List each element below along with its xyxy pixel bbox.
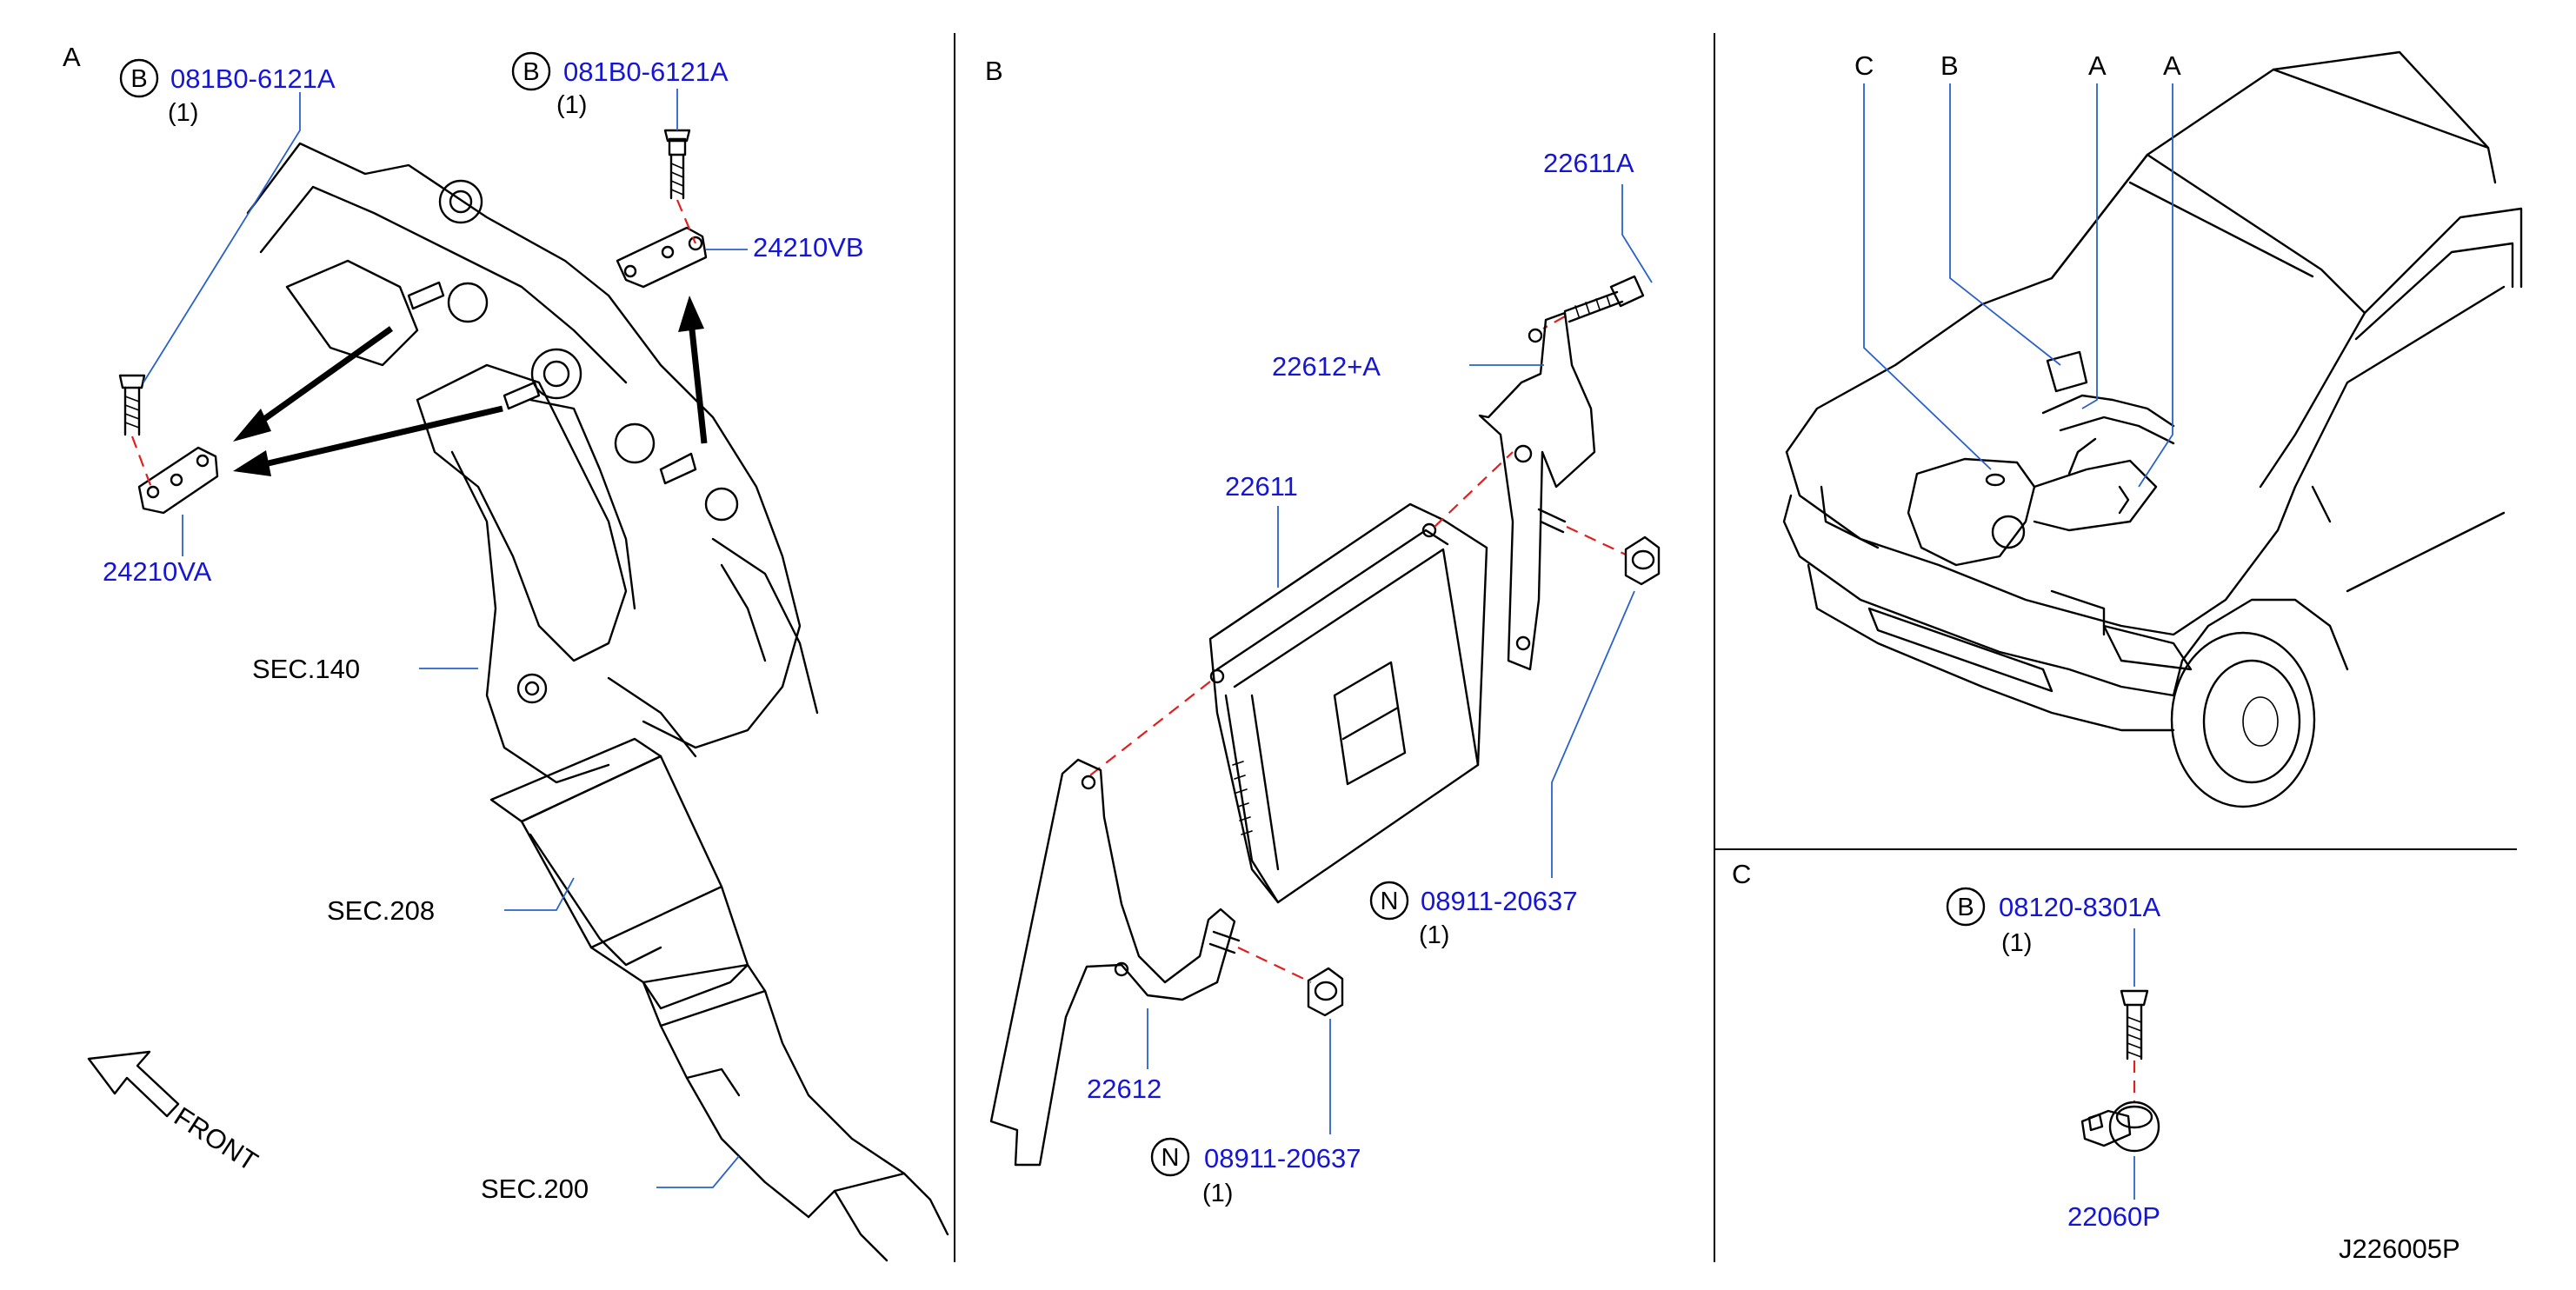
- part-number-08120-8301a: 08120-8301A: [1999, 892, 2160, 922]
- bracket-on-engine-3: [659, 452, 697, 485]
- bolt-08120-drawing: [2120, 989, 2149, 1102]
- overview-marker-b: B: [1940, 50, 1959, 81]
- bracket-on-engine-2: [503, 381, 541, 410]
- leader-081b0-1: [143, 92, 301, 383]
- leader-nut-upper: [1551, 590, 1635, 878]
- section-b: B: [985, 56, 1661, 1207]
- vehicle-overview: C B A A: [1782, 50, 2523, 808]
- part-number-081b0-6121a-2: 081B0-6121A: [563, 57, 729, 87]
- leader-sec-208: [504, 877, 575, 911]
- callout-circle-b-1: [119, 58, 159, 98]
- catalytic-converter-drawing: [489, 737, 949, 1262]
- callout-circle-b-2: [511, 51, 551, 91]
- vehicle-drawing: [1782, 50, 2523, 808]
- bracket-22612-drawing: [989, 758, 1312, 1167]
- callout-circle-n-lower-letter: N: [1162, 1144, 1180, 1172]
- callout-circle-b-1-letter: B: [130, 65, 147, 93]
- quantity-1-nut-lower: (1): [1202, 1180, 1233, 1207]
- section-c: C B 08120-8301A (1) 22060P: [1732, 859, 2160, 1232]
- leader-overview-c: [1863, 83, 1992, 470]
- location-arrow-2: [260, 405, 503, 469]
- callout-circle-b-c-letter: B: [1957, 894, 1974, 921]
- part-number-22060p: 22060P: [2067, 1201, 2160, 1232]
- callout-circle-n-lower: [1150, 1137, 1190, 1177]
- section-b-letter: B: [985, 56, 1003, 86]
- nut-upper-drawing: [1624, 535, 1661, 586]
- diagram-id: J226005P: [2339, 1233, 2460, 1264]
- leader-22611a: [1621, 184, 1653, 283]
- overview-marker-a-2: A: [2163, 50, 2181, 81]
- quantity-1-c: (1): [2001, 929, 2032, 957]
- part-number-24210vb: 24210VB: [753, 232, 864, 263]
- callout-circle-n-upper: [1369, 881, 1409, 921]
- part-number-081b0-6121a-1: 081B0-6121A: [170, 63, 336, 94]
- part-number-08911-20637-lower: 08911-20637: [1204, 1143, 1361, 1174]
- ecm-22611-drawing: [1086, 451, 1514, 904]
- leader-overview-b: [1949, 83, 2061, 366]
- location-arrow-1: [250, 326, 394, 430]
- bracket-24210vb-drawing: [616, 129, 708, 289]
- section-a: A: [63, 42, 949, 1262]
- callout-circle-b-c: [1946, 887, 1986, 927]
- overview-marker-a-1: A: [2088, 50, 2107, 81]
- part-number-22611a: 22611A: [1543, 148, 1634, 178]
- section-ref-140: SEC.140: [252, 654, 360, 684]
- location-arrow-2-head: [233, 450, 271, 476]
- nut-lower-drawing: [1307, 967, 1344, 1017]
- quantity-1-a1: (1): [168, 99, 198, 127]
- front-arrow-icon: [87, 1050, 180, 1118]
- section-a-letter: A: [63, 42, 81, 72]
- part-number-24210va: 24210VA: [103, 556, 212, 587]
- section-c-letter: C: [1732, 859, 1751, 889]
- part-number-08911-20637-upper: 08911-20637: [1421, 886, 1577, 916]
- bracket-24210va-drawing: [118, 374, 219, 515]
- exhaust-manifold-drawing: [246, 142, 819, 784]
- callout-circle-b-2-letter: B: [523, 58, 539, 86]
- knock-sensor-22060p-drawing: [2080, 1100, 2160, 1153]
- bracket-on-engine-1: [407, 281, 445, 310]
- part-number-22612a: 22612+A: [1272, 351, 1381, 382]
- location-arrow-1-head: [233, 409, 271, 442]
- section-ref-208: SEC.208: [327, 895, 435, 926]
- quantity-1-nut-upper: (1): [1419, 921, 1449, 949]
- callout-circle-n-upper-letter: N: [1381, 888, 1399, 915]
- overview-marker-c: C: [1854, 50, 1874, 81]
- section-ref-200: SEC.200: [481, 1174, 589, 1204]
- leader-sec-200: [656, 1155, 740, 1188]
- part-number-22612: 22612: [1087, 1074, 1162, 1104]
- location-arrow-3: [688, 321, 708, 444]
- location-arrow-3-head: [678, 296, 704, 332]
- bolt-22611a-drawing: [1542, 275, 1645, 329]
- front-label: FRONT: [169, 1101, 263, 1178]
- bracket-22612a-drawing: [1478, 311, 1627, 671]
- leader-overview-a-1: [2081, 83, 2098, 409]
- part-number-22611: 22611: [1225, 471, 1298, 502]
- leader-overview-a-2: [2138, 83, 2173, 488]
- quantity-1-a2: (1): [556, 91, 587, 119]
